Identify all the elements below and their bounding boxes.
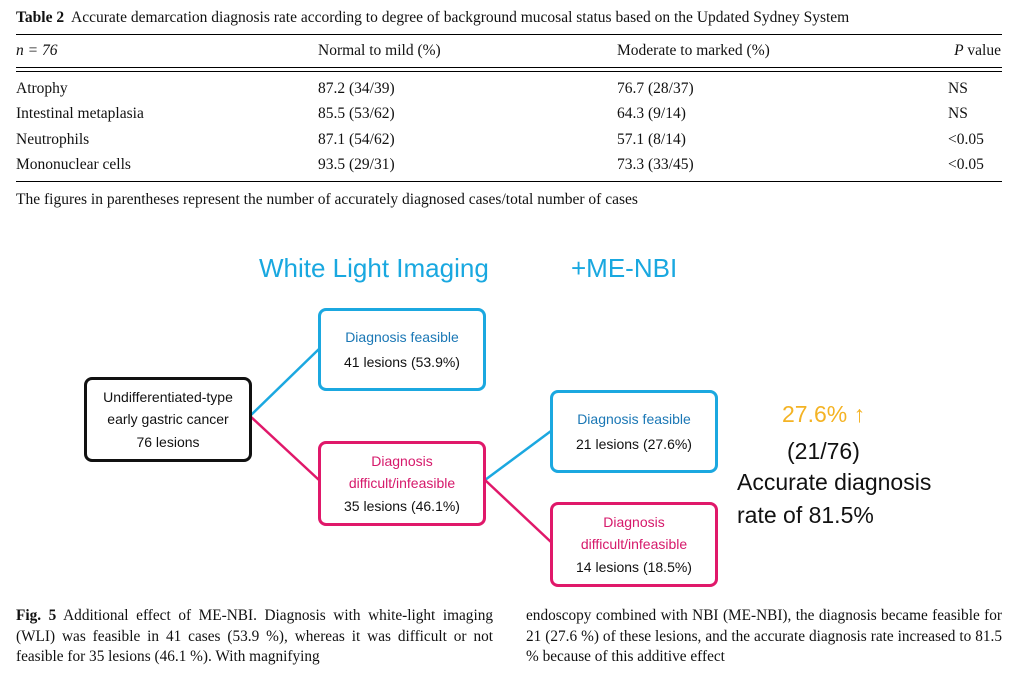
result-line-1: Accurate diagnosis: [737, 469, 932, 495]
cell-p-value: NS: [948, 80, 968, 97]
heading-me-nbi: +ME-NBI: [571, 253, 678, 283]
header-normal: Normal to mild (%): [318, 42, 441, 59]
nbi-feasible-label: Diagnosis feasible: [577, 411, 691, 427]
result-increase: 27.6% ↑: [782, 401, 866, 427]
row-label: Neutrophils: [16, 131, 90, 148]
row-label: Intestinal metaplasia: [16, 105, 144, 122]
header-p-suffix: value: [963, 42, 1001, 59]
cell-moderate: 76.7 (28/37): [617, 80, 694, 97]
nbi-feasible-box: Diagnosis feasible 21 lesions (27.6%): [550, 390, 718, 473]
header-p-letter: P: [954, 42, 964, 59]
nbi-difficult-label-1: Diagnosis: [603, 513, 665, 530]
header-n: n = 76: [16, 42, 58, 59]
figure-caption-text-left: Additional effect of ME-NBI. Diagnosis w…: [16, 607, 493, 665]
wli-difficult-label-1: Diagnosis: [371, 452, 433, 469]
cell-p-value: <0.05: [948, 131, 984, 148]
line-difficult-to-nbi-feasible: [484, 429, 552, 482]
line-root-to-wli-difficult: [249, 415, 320, 481]
nbi-difficult-box: Diagnosis difficult/infeasible 14 lesion…: [550, 502, 718, 587]
root-line-2: early gastric cancer: [107, 411, 229, 428]
wli-difficult-box: Diagnosis difficult/infeasible 35 lesion…: [318, 441, 486, 526]
root-count: 76 lesions: [136, 433, 200, 450]
table-footnote: The figures in parentheses represent the…: [16, 191, 638, 208]
nbi-difficult-count: 14 lesions (18.5%): [576, 558, 692, 575]
figure-caption-left: Fig. 5 Additional effect of ME-NBI. Diag…: [16, 606, 493, 668]
row-label: Atrophy: [16, 80, 68, 97]
table-bottom-rule: [16, 181, 1002, 182]
root-line-1: Undifferentiated-type: [103, 388, 233, 405]
nbi-feasible-count: 21 lesions (27.6%): [576, 435, 692, 452]
table-header-rule-2: [16, 71, 1002, 72]
table-title: Accurate demarcation diagnosis rate acco…: [71, 9, 850, 26]
table-caption: Table 2 Accurate demarcation diagnosis r…: [16, 9, 849, 27]
cell-normal: 87.2 (34/39): [318, 80, 395, 97]
wli-difficult-label-2: difficult/infeasible: [348, 475, 456, 492]
cell-p-value: NS: [948, 105, 968, 122]
cell-moderate: 57.1 (8/14): [617, 131, 686, 148]
table-header-rule: [16, 67, 1002, 68]
figure-caption-text-right: endoscopy combined with NBI (ME-NBI), th…: [526, 607, 1002, 665]
heading-white-light-imaging: White Light Imaging: [259, 253, 489, 283]
wli-difficult-count: 35 lesions (46.1%): [344, 497, 460, 514]
header-moderate: Moderate to marked (%): [617, 42, 770, 59]
cell-normal: 87.1 (54/62): [318, 131, 395, 148]
nbi-difficult-label-2: difficult/infeasible: [580, 536, 688, 553]
line-difficult-to-nbi-difficult: [484, 479, 552, 543]
root-box: Undifferentiated-type early gastric canc…: [84, 377, 252, 462]
cell-p-value: <0.05: [948, 156, 984, 173]
cell-moderate: 64.3 (9/14): [617, 105, 686, 122]
header-p-value: P value: [954, 42, 1001, 60]
wli-feasible-label: Diagnosis feasible: [345, 329, 459, 345]
result-fraction: (21/76): [787, 438, 860, 464]
figure-label: Fig. 5: [16, 607, 57, 624]
cell-normal: 85.5 (53/62): [318, 105, 395, 122]
line-root-to-wli-feasible: [249, 348, 320, 417]
figure-caption-right: endoscopy combined with NBI (ME-NBI), th…: [526, 606, 1002, 668]
row-label: Mononuclear cells: [16, 156, 131, 173]
wli-feasible-box: Diagnosis feasible 41 lesions (53.9%): [318, 308, 486, 391]
table-label: Table 2: [16, 9, 65, 26]
result-line-2: rate of 81.5%: [737, 502, 874, 528]
cell-moderate: 73.3 (33/45): [617, 156, 694, 173]
table-top-rule: [16, 34, 1002, 35]
cell-normal: 93.5 (29/31): [318, 156, 395, 173]
wli-feasible-count: 41 lesions (53.9%): [344, 353, 460, 370]
